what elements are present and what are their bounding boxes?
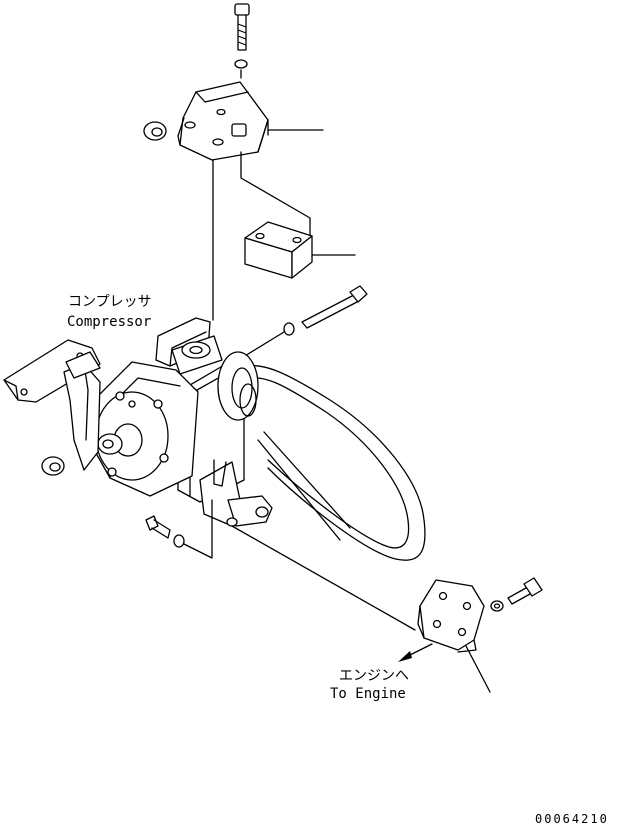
lower-bolt-washer [173,534,185,548]
drive-belt [239,364,426,561]
top-washer [234,59,248,69]
compressor-label-jp: コンプレッサ [68,294,152,310]
right-bolt-washer [490,600,504,612]
spacer-block [244,221,313,279]
long-bolt [301,285,368,329]
spacer-center-line [240,151,311,237]
upper-bracket [177,81,269,161]
left-nut [41,456,65,476]
lower-bolt-center-line [183,499,213,559]
reference-number: 00064210 [535,812,609,826]
right-plate-leader-line [465,645,491,693]
top-bolt [234,3,250,51]
long-bolt-washer [283,322,295,336]
lower-bolt [145,515,171,539]
compressor-label-en: Compressor [67,314,151,330]
left-mounting-plate [3,339,101,403]
engine-label-jp: エンジンへ [339,668,409,684]
right-bolt [507,577,543,605]
compressor [63,317,273,527]
upper-bracket-nut [143,121,167,141]
engine-label-en: To Engine [330,686,406,702]
to-engine-arrow [398,643,433,662]
engine-plate-center-line [231,525,416,631]
right-mounting-plate [417,579,485,653]
